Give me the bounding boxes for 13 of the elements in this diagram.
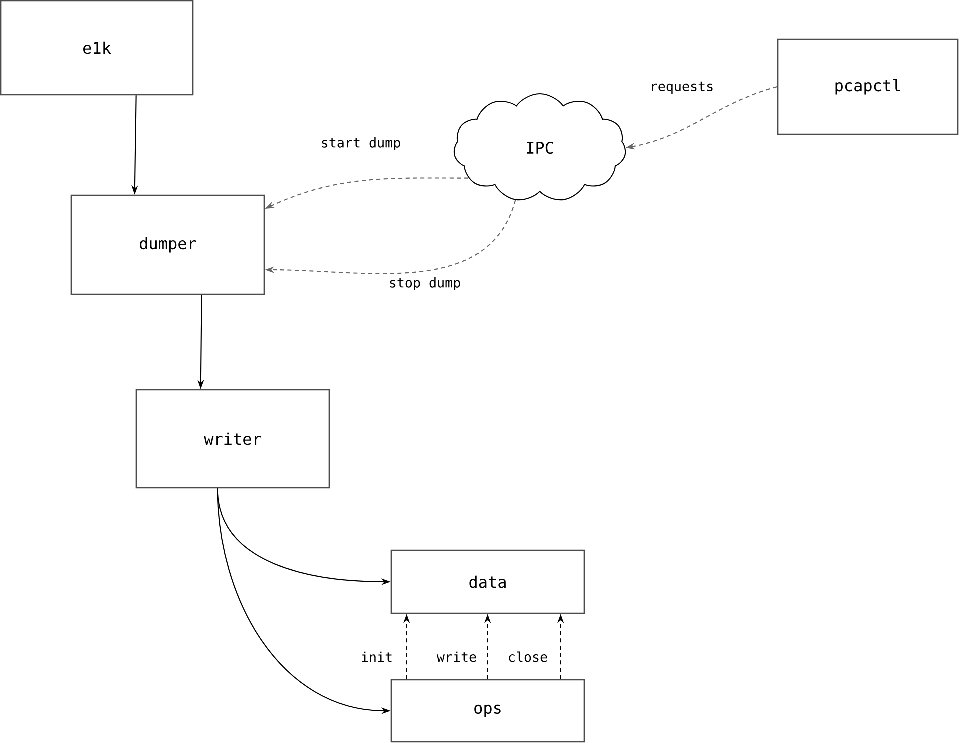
- process-box: e1k: [0, 0, 194, 96]
- process-box: pcapctl: [777, 38, 959, 136]
- cloud-node: IPC: [454, 93, 626, 201]
- edge-label: init: [360, 650, 394, 664]
- process-box: data: [390, 550, 586, 614]
- edge-label: start dump: [320, 136, 402, 152]
- edge-label: close: [506, 650, 550, 664]
- edge-label: stop dump: [388, 276, 462, 292]
- edge-label: write: [436, 650, 478, 664]
- process-box: writer: [136, 389, 330, 489]
- process-box: dumper: [70, 194, 266, 296]
- edge-label: requests: [648, 80, 716, 96]
- process-box: ops: [390, 679, 586, 743]
